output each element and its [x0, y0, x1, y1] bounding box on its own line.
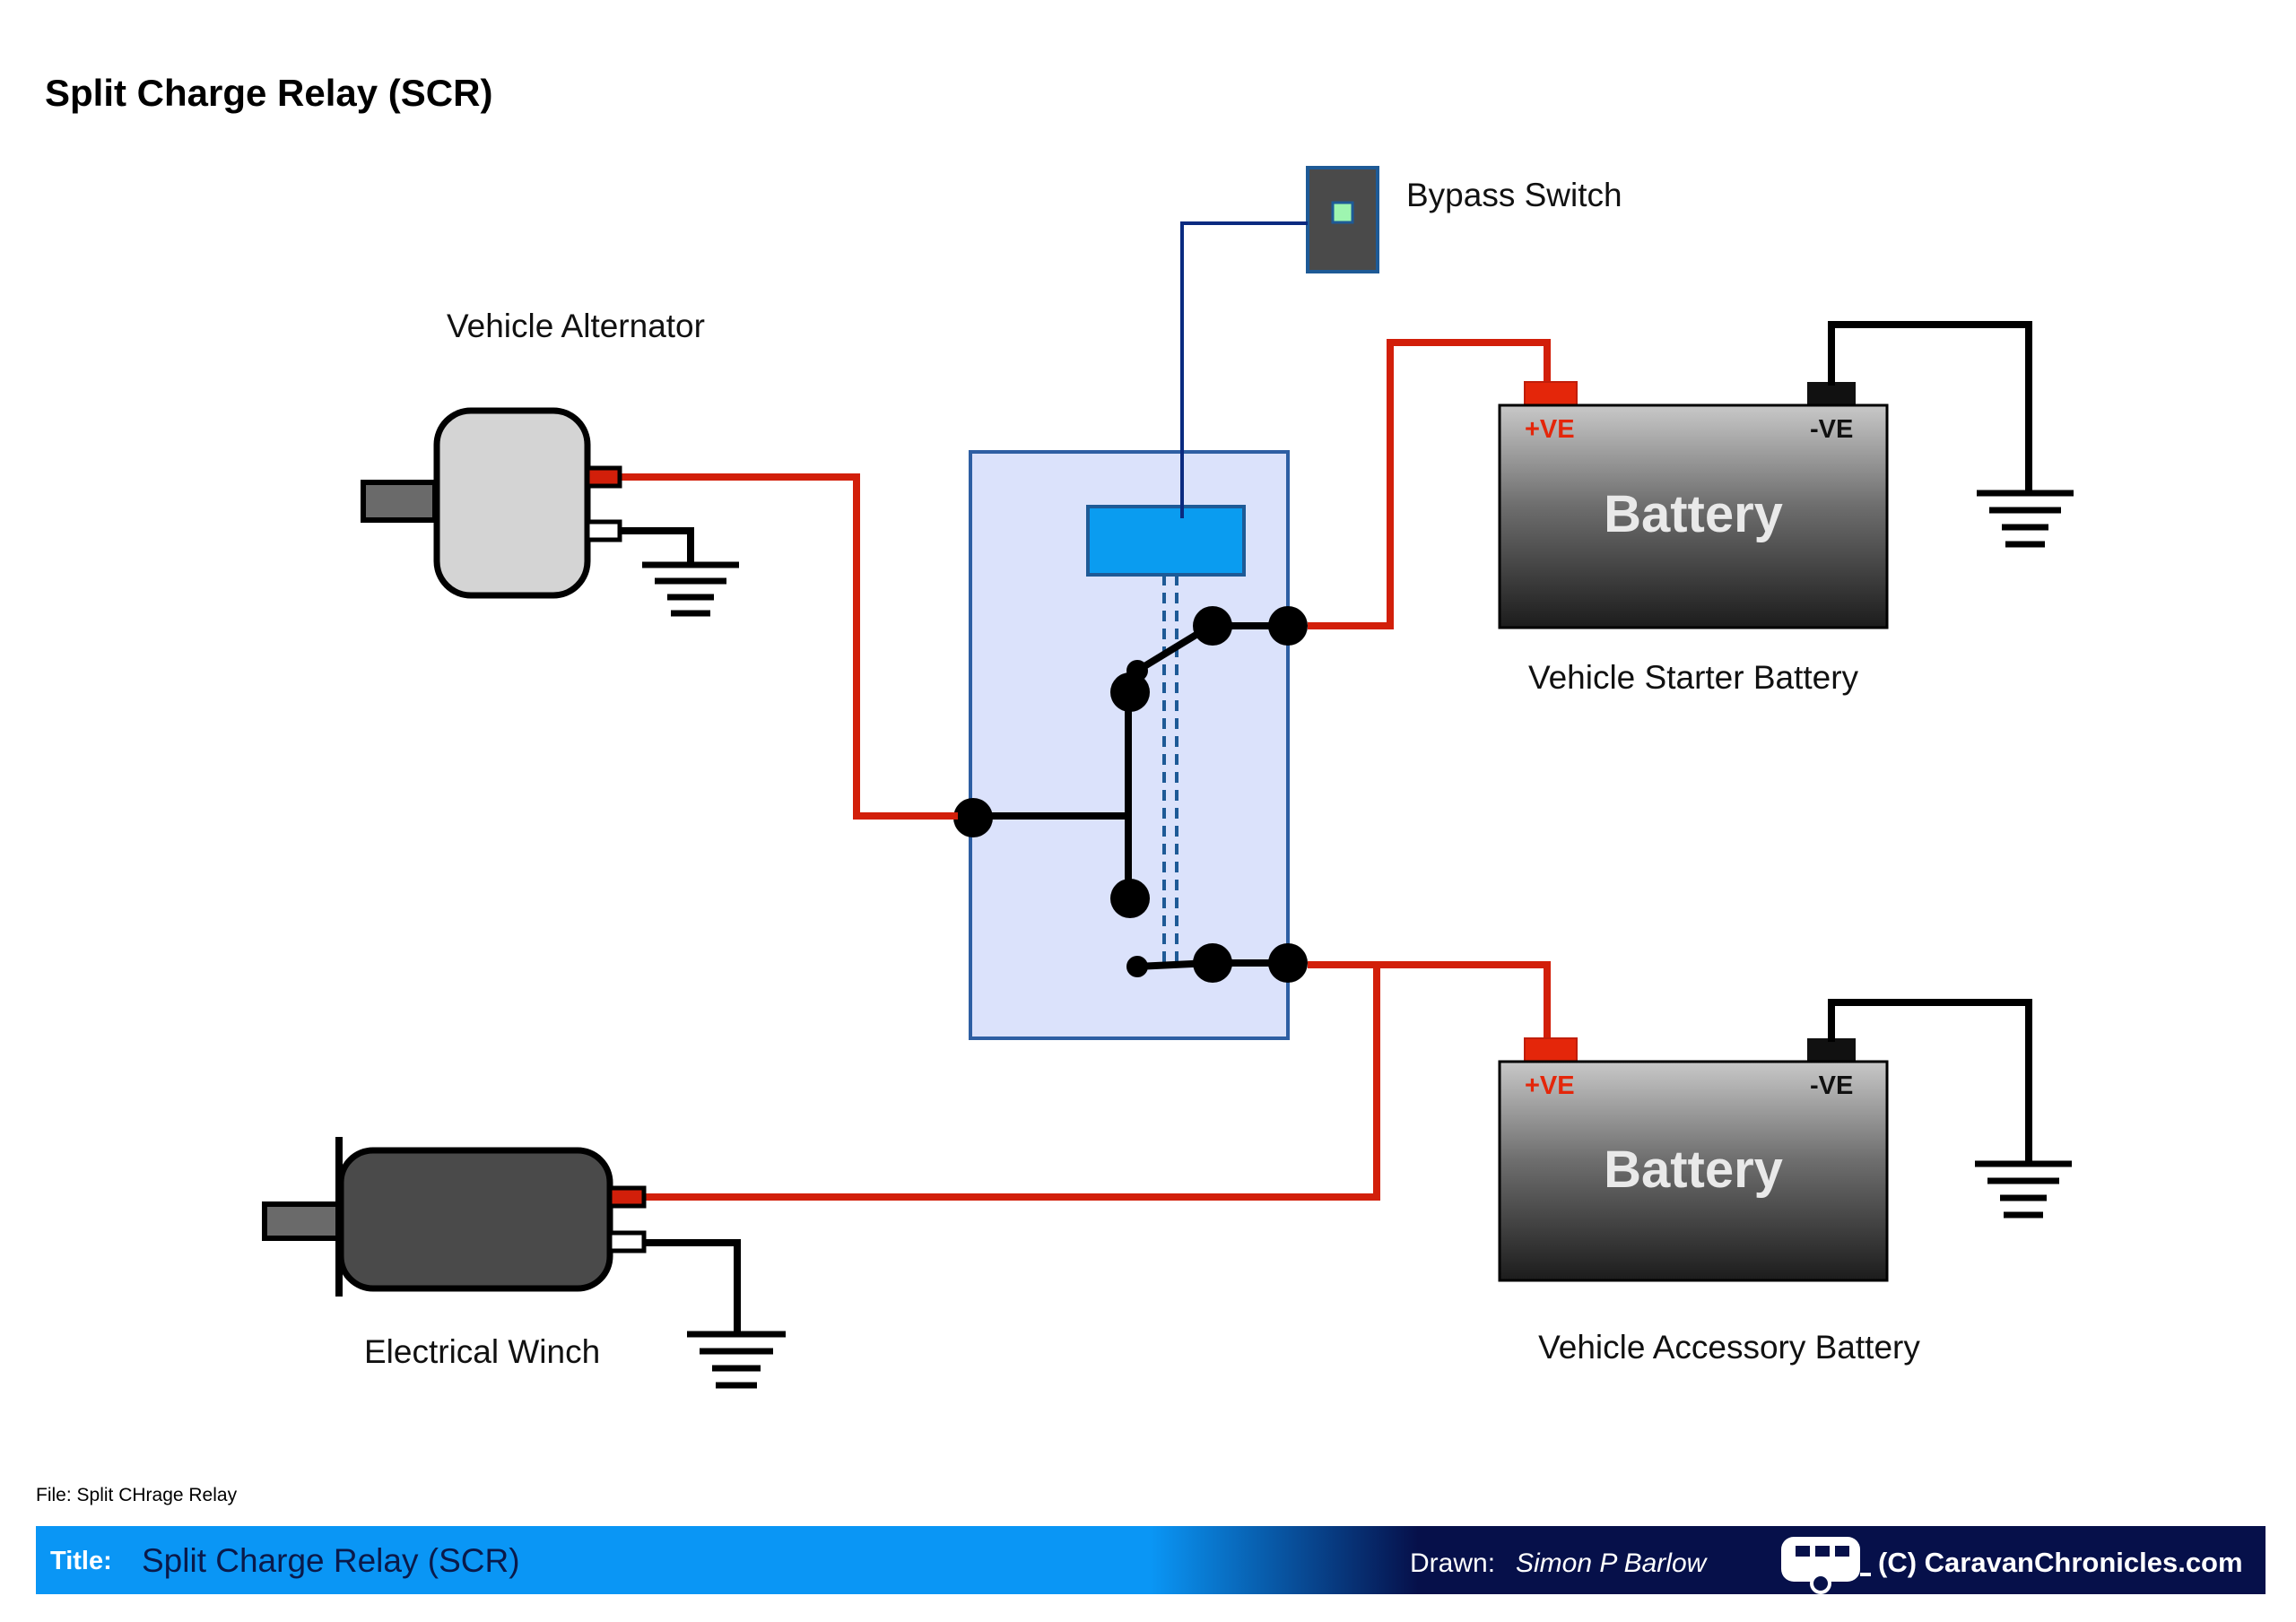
winch-body [337, 1147, 613, 1292]
copyright-text: (C) CaravanChronicles.com [1878, 1547, 2243, 1578]
relay-contact-dot [1193, 606, 1232, 646]
bypass-switch-label: Bypass Switch [1406, 177, 1622, 213]
relay-contact-dot [1110, 879, 1150, 918]
accessory-battery-label: Vehicle Accessory Battery [1538, 1329, 1920, 1366]
alternator-body [433, 407, 591, 599]
accessory-ground-wire [1828, 999, 2032, 1162]
starter-negative-post [1807, 382, 1856, 407]
accessory-battery-body [1498, 1060, 1889, 1282]
alternator-positive-terminal [585, 465, 622, 489]
starter-positive-post [1524, 381, 1578, 408]
starter-ground-icon [1977, 490, 2074, 548]
winch-ground-icon [687, 1331, 786, 1389]
relay-pivot-dot [1126, 660, 1148, 681]
file-name: File: Split CHrage Relay [36, 1485, 238, 1505]
accessory-negative-label: -VE [1810, 1071, 1853, 1100]
drawn-author: Simon P Barlow [1516, 1548, 1709, 1578]
bypass-control-wire [1180, 221, 1308, 518]
title-block [36, 1526, 2266, 1594]
accessory-positive-label: +VE [1525, 1071, 1575, 1100]
alternator-ground-icon [642, 561, 739, 617]
accessory-battery-text: Battery [1604, 1141, 1783, 1199]
diagram-title: Split Charge Relay (SCR) [45, 72, 492, 114]
alternator-shaft [361, 480, 438, 523]
relay-output-terminal-2 [1268, 943, 1308, 983]
relay-contact-dot [1110, 672, 1150, 712]
title-block-title: Split Charge Relay (SCR) [142, 1542, 520, 1579]
winch-positive-wire [644, 965, 1380, 1201]
winch-shaft [262, 1201, 344, 1241]
relay-pivot-dot [1126, 956, 1148, 977]
title-block-label: Title: [50, 1547, 112, 1575]
starter-positive-label: +VE [1525, 415, 1575, 444]
switch-indicator [1331, 201, 1354, 224]
starter-battery-positive-wire [1308, 339, 1551, 629]
relay-contact-dot [1193, 943, 1232, 983]
winch-positive-terminal [607, 1185, 647, 1209]
alternator-ground-terminal [585, 519, 622, 542]
relay-coil [1086, 505, 1246, 577]
accessory-positive-post [1524, 1037, 1578, 1064]
starter-battery-text: Battery [1604, 485, 1783, 543]
relay-output-terminal-1 [1268, 606, 1308, 646]
winch-ground-terminal [607, 1230, 647, 1253]
starter-negative-label: -VE [1810, 415, 1853, 444]
caravan-icon [1781, 1537, 1871, 1594]
accessory-negative-post [1807, 1038, 1856, 1063]
winch-label: Electrical Winch [364, 1333, 600, 1370]
starter-battery-body [1498, 403, 1889, 629]
alternator-label: Vehicle Alternator [447, 308, 705, 344]
winch-ground-wire [644, 1239, 741, 1332]
starter-ground-wire [1828, 321, 2032, 491]
accessory-battery-positive-wire [1308, 961, 1551, 1040]
drawn-label: Drawn: [1410, 1548, 1495, 1578]
alternator-ground-wire [620, 527, 694, 563]
alternator-positive-wire [619, 473, 958, 820]
relay-input-terminal [953, 798, 993, 837]
accessory-ground-icon [1975, 1160, 2072, 1219]
starter-battery-label: Vehicle Starter Battery [1528, 659, 1859, 696]
